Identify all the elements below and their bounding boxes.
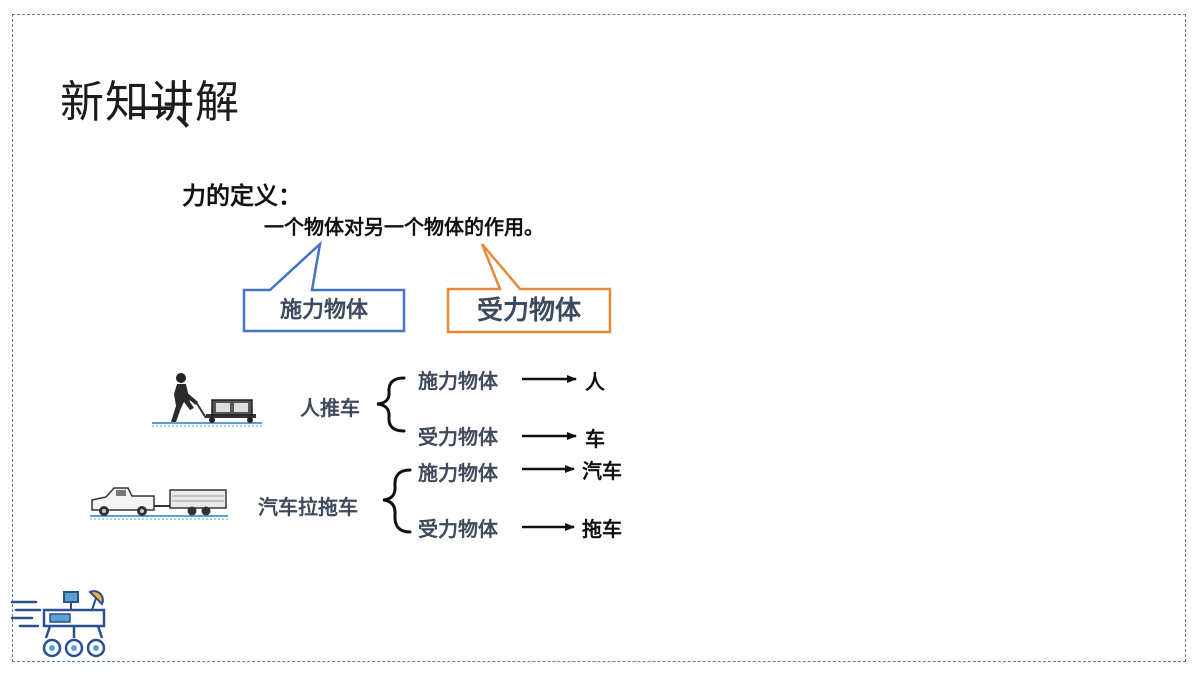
applier-label: 施力物体: [418, 369, 498, 393]
slide-frame: [12, 14, 1186, 662]
applier-value: 人: [585, 370, 605, 394]
callout-applier-label: 施力物体: [279, 298, 368, 323]
applier-label: 施力物体: [418, 461, 498, 485]
receiver-value: 拖车: [582, 517, 622, 541]
definition-text: 一个物体对另一个物体的作用。: [264, 215, 544, 239]
applier-value: 汽车: [582, 459, 622, 483]
brace-2: [382, 468, 412, 534]
example-name: 汽车拉拖车: [258, 495, 358, 519]
callout-receiver-shape: [446, 243, 612, 334]
rover-icon: [10, 590, 106, 658]
callout-receiver-label: 受力物体: [476, 296, 581, 326]
callout-applier-shape: [242, 240, 406, 333]
section-number: 一、: [130, 85, 218, 136]
receiver-label: 受力物体: [418, 425, 498, 449]
definition-heading: 力的定义：: [182, 182, 302, 210]
brace-1: [376, 376, 406, 433]
receiver-value: 车: [585, 427, 605, 451]
page-title: 新知讲解: [60, 77, 240, 128]
person-pushing-cart-icon: [152, 373, 262, 427]
example-name: 人推车: [300, 396, 360, 420]
car-towing-trailer-icon: [90, 487, 228, 520]
receiver-label: 受力物体: [418, 517, 498, 541]
